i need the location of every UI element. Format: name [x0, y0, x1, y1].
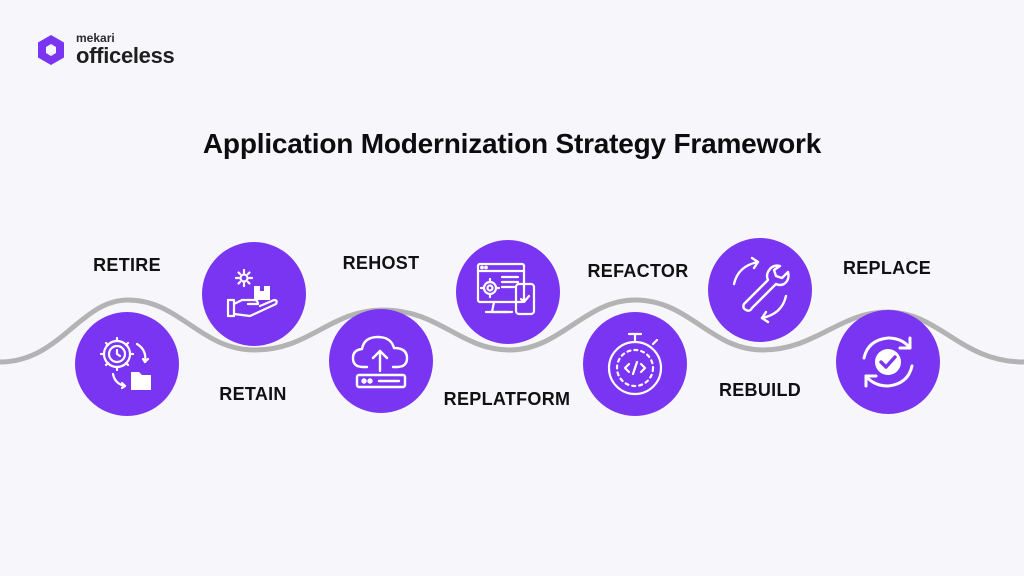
step-node-retire [75, 312, 179, 416]
brand-logo: mekari officeless [34, 32, 175, 67]
stopwatch-code-icon [607, 332, 663, 396]
step-node-rebuild [708, 238, 812, 342]
gear-clock-folder-icon [99, 336, 151, 390]
step-node-replace [836, 310, 940, 414]
step-node-rehost [329, 309, 433, 413]
step-label-rebuild: REBUILD [718, 380, 802, 400]
step-node-replatform [456, 240, 560, 344]
hexagon-logo-icon [38, 34, 64, 65]
step-label-retire: RETIRE [93, 255, 161, 275]
step-label-rehost: REHOST [342, 253, 420, 273]
step-node-retain [202, 242, 306, 346]
wrench-cycle-icon [732, 256, 790, 324]
cycle-check-icon [862, 336, 914, 388]
cloud-upload-server-icon [351, 335, 409, 389]
step-label-retain: RETAIN [219, 384, 287, 404]
brand-small-text: mekari [76, 31, 115, 45]
step-node-refactor [583, 312, 687, 416]
monitor-mobile-gear-icon [476, 262, 536, 316]
hand-holding-box-icon [226, 268, 278, 318]
step-label-refactor: REFACTOR [587, 261, 689, 281]
brand-large-text: officeless [76, 43, 175, 68]
page-title: Application Modernization Strategy Frame… [202, 128, 822, 159]
step-label-replace: REPLACE [842, 258, 932, 278]
step-label-replatform: REPLATFORM [443, 389, 571, 409]
